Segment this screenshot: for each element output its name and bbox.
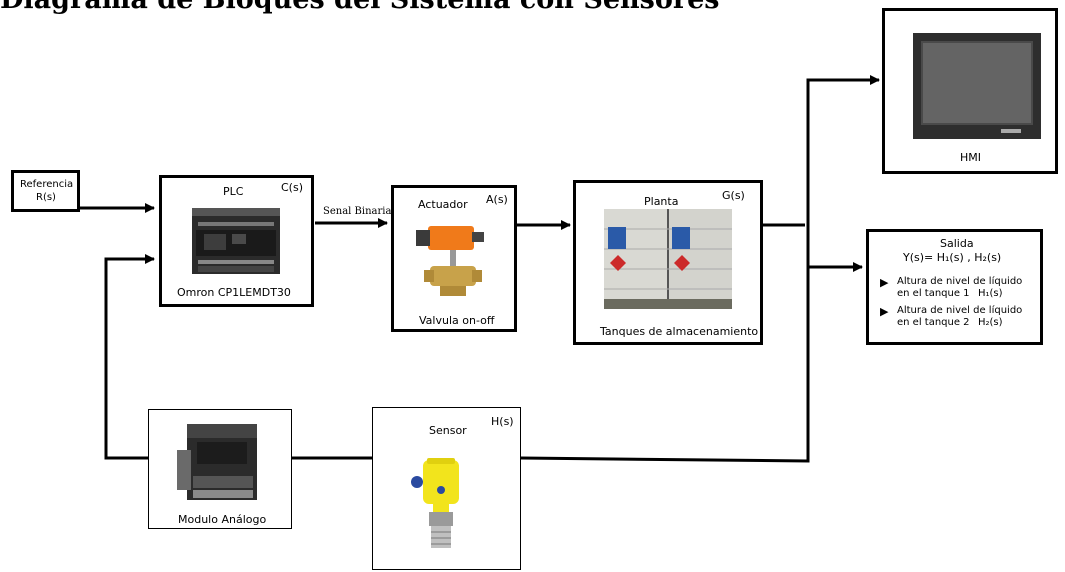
analog-module-icon [173,420,269,506]
salida-name: Salida [940,237,974,250]
plc-name: PLC [223,185,243,198]
salida-equation: Y(s)= H₁(s) , H₂(s) [903,251,1001,264]
salida-item-1-var: H₁(s) [978,288,1003,299]
salida-item-2-line1: Altura de nivel de líquido [897,305,1022,316]
plc-caption: Omron CP1LEMDT30 [177,286,291,299]
salida-block: Salida Y(s)= H₁(s) , H₂(s) ▶ Altura de n… [866,229,1043,345]
plc-tf: C(s) [281,181,303,194]
signal-label: Senal Binaria [323,206,391,217]
wire-modulo-plc [106,259,154,458]
planta-name: Planta [644,195,678,208]
level-sensor-icon [409,456,471,556]
valve-actuator-icon [410,218,502,310]
modulo-block: Modulo Análogo [148,409,292,529]
salida-item-1-line2: en el tanque 1 [897,288,970,299]
bullet-icon: ▶ [880,276,888,289]
planta-caption: Tanques de almacenamiento [600,325,758,338]
sensor-name: Sensor [429,424,467,437]
salida-item-1-line1: Altura de nivel de líquido [897,276,1022,287]
hmi-block: HMI [882,8,1058,174]
referencia-var: R(s) [36,192,56,203]
referencia-label: Referencia [20,179,73,190]
plc-device-icon [190,202,282,278]
planta-block: Planta G(s) Tanques de almacenamiento [573,180,763,345]
wire-out-hmi [808,80,879,225]
salida-item-2-line2: en el tanque 2 [897,317,970,328]
referencia-block: Referencia R(s) [11,170,80,212]
actuador-block: Actuador A(s) Valvula on-off [391,185,517,332]
actuador-caption: Valvula on-off [419,314,494,327]
storage-tank-icon [604,209,732,309]
actuador-tf: A(s) [486,193,508,206]
sensor-block: Sensor H(s) [372,407,521,570]
salida-item-2-var: H₂(s) [978,317,1003,328]
hmi-caption: HMI [960,151,981,164]
plc-block: PLC C(s) Omron CP1LEMDT30 [159,175,314,307]
hmi-panel-icon [913,33,1041,139]
sensor-tf: H(s) [491,415,514,428]
planta-tf: G(s) [722,189,745,202]
modulo-caption: Modulo Análogo [178,513,266,526]
bullet-icon: ▶ [880,305,888,318]
actuador-name: Actuador [418,198,468,211]
